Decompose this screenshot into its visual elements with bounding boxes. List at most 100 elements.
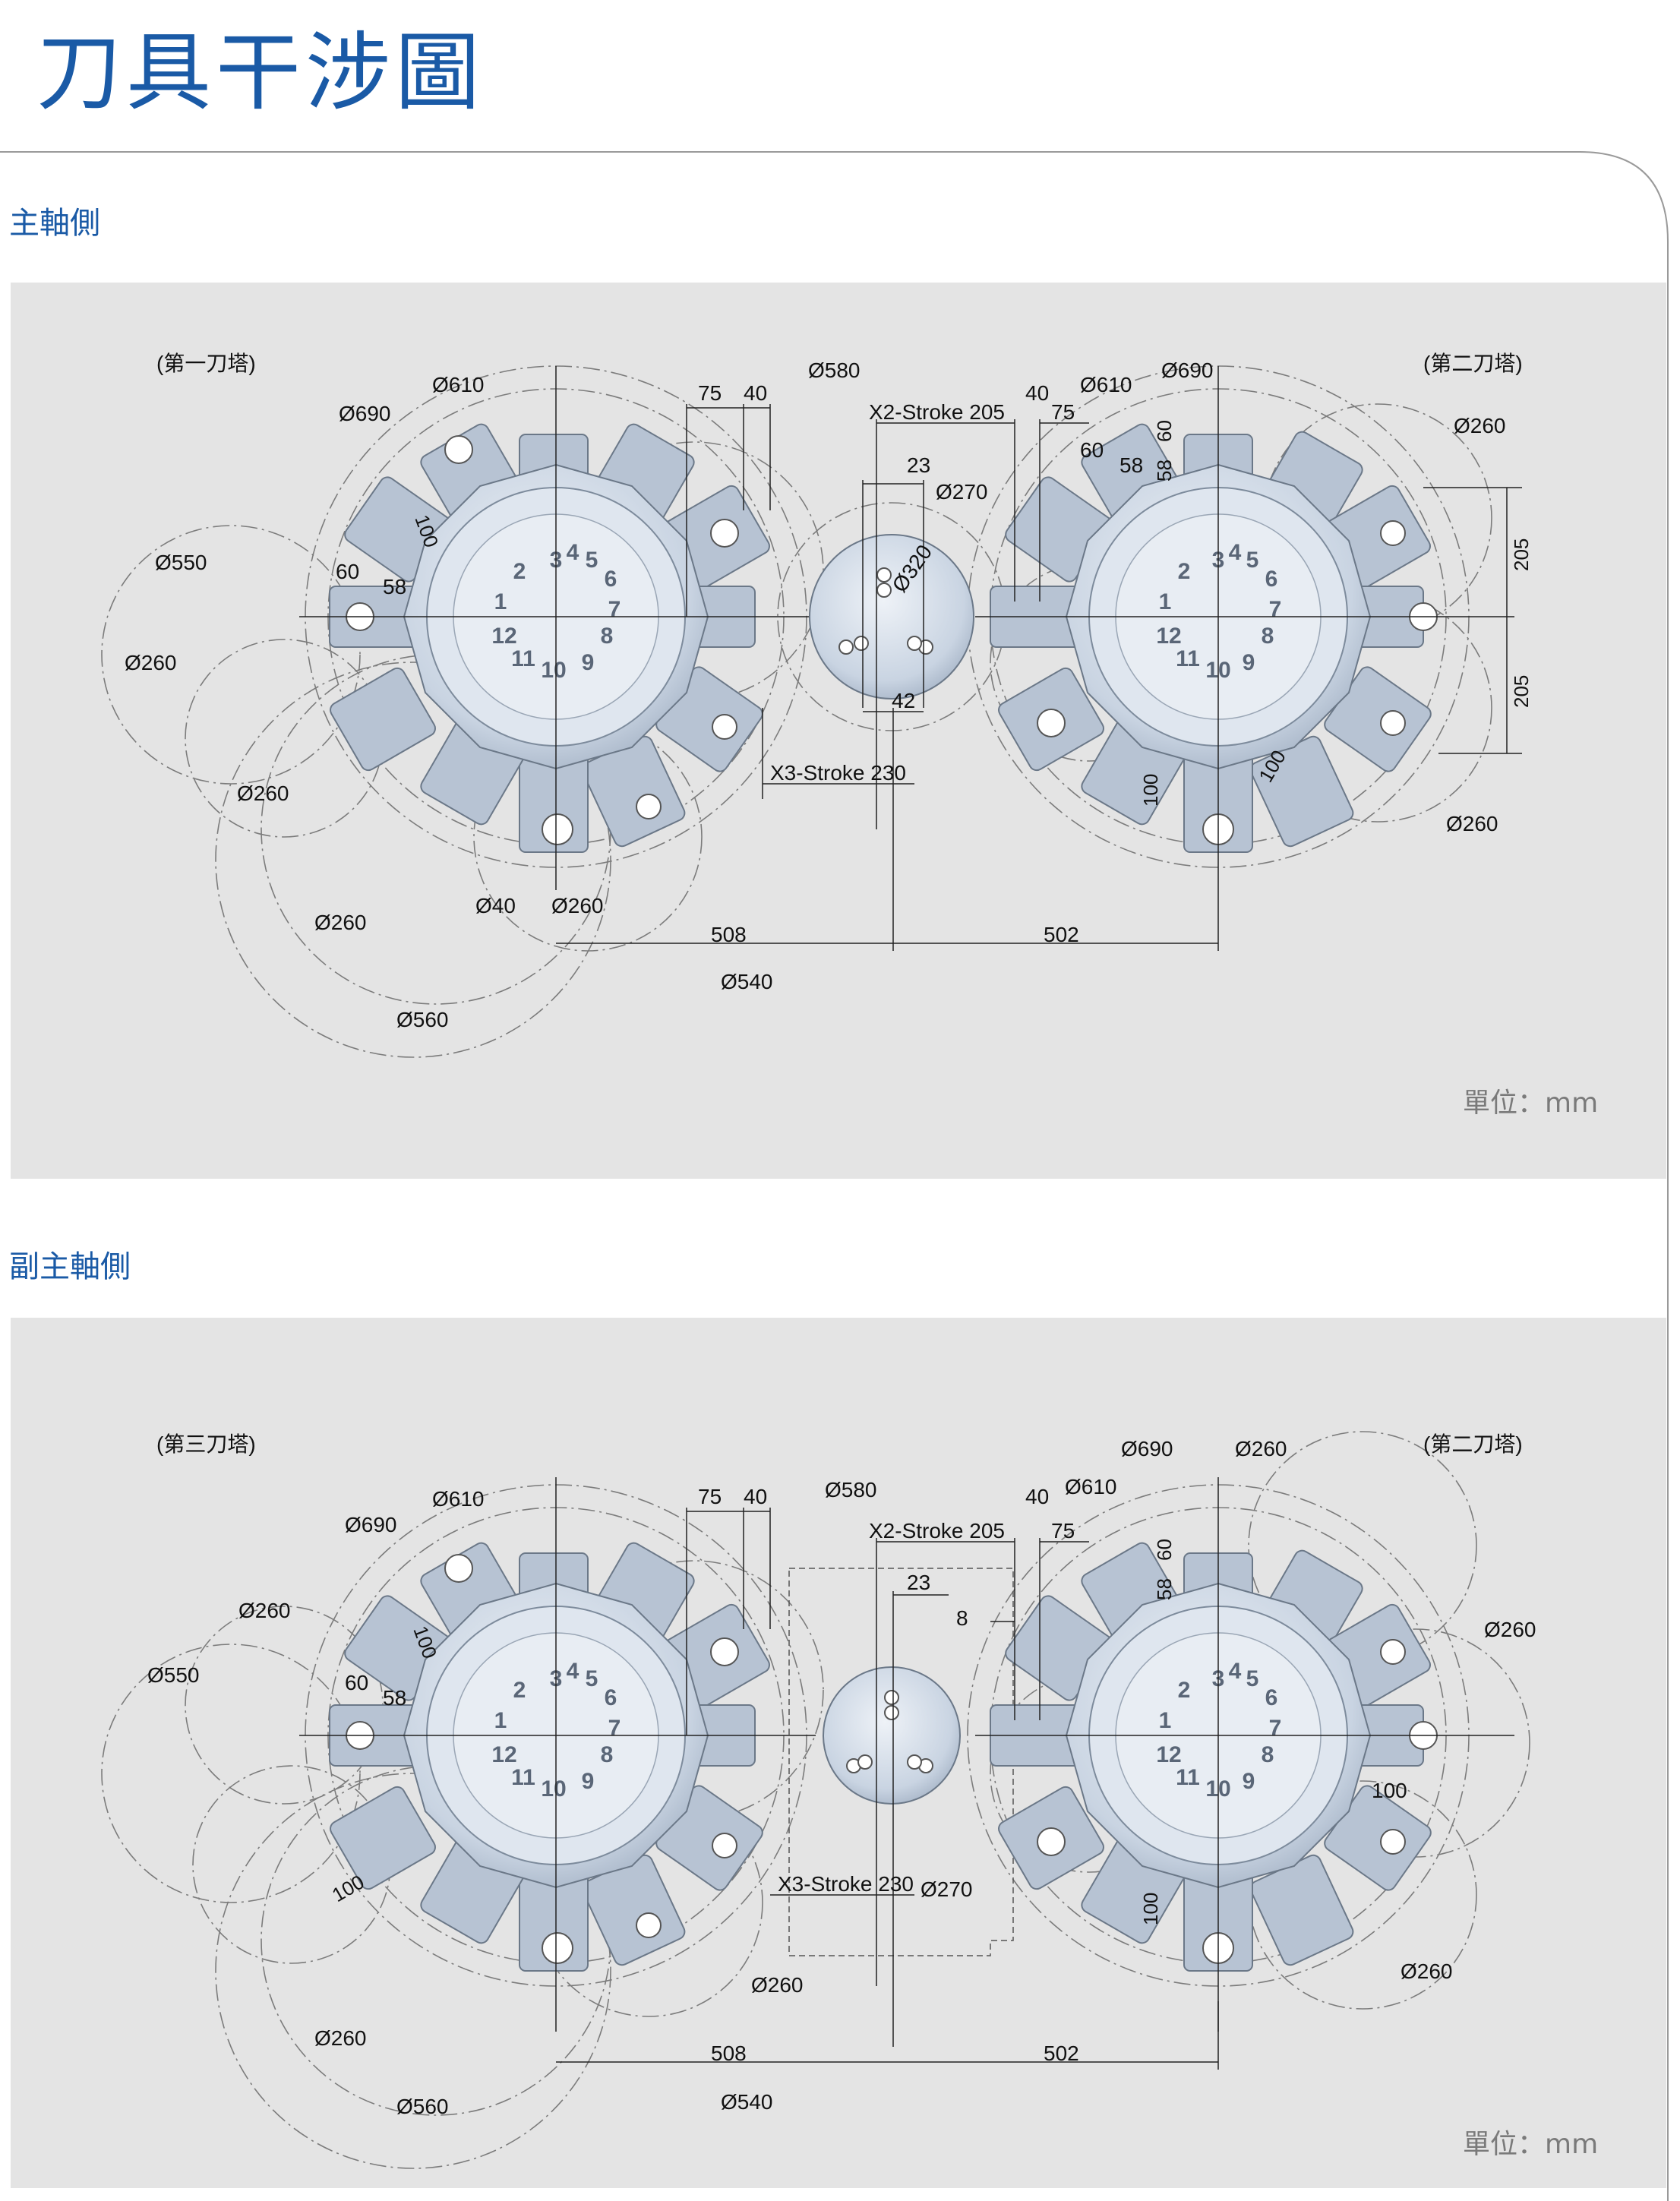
svg-text:7: 7 xyxy=(608,597,621,622)
svg-text:8: 8 xyxy=(1262,1742,1274,1767)
section-label-sub-spindle: 副主軸側 xyxy=(9,1249,131,1284)
dim-40-left: 40 xyxy=(744,381,767,405)
dim-60-left: 60 xyxy=(345,1671,368,1694)
dim-100-right-horizontal: 100 xyxy=(1372,1779,1407,1802)
svg-text:12: 12 xyxy=(1156,1742,1181,1767)
svg-text:1: 1 xyxy=(1159,589,1172,614)
svg-text:11: 11 xyxy=(1176,646,1200,671)
dim-d540: Ø540 xyxy=(721,970,773,993)
svg-text:4: 4 xyxy=(567,1659,579,1684)
dim-d260-l4: Ø260 xyxy=(551,894,604,917)
svg-text:8: 8 xyxy=(1262,624,1274,649)
dim-58-left: 58 xyxy=(383,575,406,598)
dim-75-left: 75 xyxy=(698,1485,722,1508)
dim-d260-r1: Ø260 xyxy=(1454,414,1506,437)
svg-text:11: 11 xyxy=(511,646,535,671)
svg-text:4: 4 xyxy=(1229,1659,1242,1684)
svg-text:5: 5 xyxy=(1246,1666,1259,1691)
dim-58-left: 58 xyxy=(383,1686,406,1710)
dim-d260-l3: Ø260 xyxy=(751,1973,804,1997)
dim-d260-r0: Ø260 xyxy=(1235,1437,1287,1460)
svg-text:6: 6 xyxy=(605,567,617,592)
svg-text:10: 10 xyxy=(541,1776,566,1802)
dim-d260-l2: Ø260 xyxy=(237,782,289,805)
svg-text:8: 8 xyxy=(601,624,614,649)
svg-text:4: 4 xyxy=(567,540,579,565)
dim-d260-r2: Ø260 xyxy=(1401,1959,1453,1983)
dim-58-right-vertical: 58 xyxy=(1153,459,1176,482)
svg-text:1: 1 xyxy=(494,1708,507,1733)
unit-label: 單位：mm xyxy=(1463,2129,1598,2160)
dim-502: 502 xyxy=(1044,2042,1079,2065)
dim-d580: Ø580 xyxy=(808,358,861,382)
dim-40-right: 40 xyxy=(1025,1485,1049,1508)
dim-d260-l3: Ø260 xyxy=(314,911,367,934)
dim-23: 23 xyxy=(907,453,930,477)
svg-text:9: 9 xyxy=(582,1769,595,1794)
dim-d690-right: Ø690 xyxy=(1121,1437,1173,1460)
svg-text:7: 7 xyxy=(608,1716,621,1741)
dim-75-left: 75 xyxy=(698,381,722,405)
frame-divider xyxy=(0,151,1669,2201)
dim-d610-right: Ø610 xyxy=(1080,373,1132,396)
dim-d260-l1: Ø260 xyxy=(238,1599,291,1622)
dim-8: 8 xyxy=(956,1606,968,1630)
unit-label: 單位：mm xyxy=(1463,1088,1598,1119)
dim-40-left: 40 xyxy=(744,1485,767,1508)
dim-d690-left: Ø690 xyxy=(339,402,391,425)
dim-d540: Ø540 xyxy=(721,2090,773,2114)
dim-205-upper: 205 xyxy=(1510,538,1533,571)
chuck xyxy=(823,1666,961,1805)
svg-text:12: 12 xyxy=(491,624,516,649)
svg-text:11: 11 xyxy=(1176,1765,1200,1790)
dim-75-right: 75 xyxy=(1051,1519,1075,1543)
svg-text:10: 10 xyxy=(541,658,566,683)
dim-x3-stroke: X3-Stroke 230 xyxy=(778,1872,914,1896)
section-label-main-spindle: 主軸側 xyxy=(9,206,100,241)
dim-d270: Ø270 xyxy=(936,480,988,504)
dim-d580: Ø580 xyxy=(825,1478,877,1502)
svg-text:6: 6 xyxy=(1265,567,1278,592)
left-turret-label: (第三刀塔) xyxy=(156,1432,256,1456)
svg-text:1: 1 xyxy=(494,589,507,614)
svg-text:7: 7 xyxy=(1269,1716,1282,1741)
svg-text:2: 2 xyxy=(1178,559,1191,584)
dim-d690-left: Ø690 xyxy=(345,1513,397,1536)
right-turret-label: (第二刀塔) xyxy=(1423,1432,1523,1456)
dim-x3-stroke: X3-Stroke 230 xyxy=(770,761,906,785)
dim-x2-stroke: X2-Stroke 205 xyxy=(869,400,1005,424)
svg-text:9: 9 xyxy=(1243,1769,1255,1794)
dim-75-right: 75 xyxy=(1051,400,1075,424)
dim-d610-right: Ø610 xyxy=(1065,1475,1117,1498)
right-turret-label: (第二刀塔) xyxy=(1423,352,1523,375)
svg-text:7: 7 xyxy=(1269,597,1282,622)
page-title: 刀具干涉圖 xyxy=(36,24,485,122)
dim-d610-left: Ø610 xyxy=(432,1487,485,1511)
chuck xyxy=(809,534,974,699)
dim-60-right-vertical: 60 xyxy=(1153,1539,1176,1561)
svg-text:12: 12 xyxy=(491,1742,516,1767)
svg-text:2: 2 xyxy=(1178,1678,1191,1703)
svg-text:2: 2 xyxy=(513,559,526,584)
dim-d260-r2: Ø260 xyxy=(1446,812,1498,835)
dim-502: 502 xyxy=(1044,923,1079,946)
dim-d550: Ø550 xyxy=(155,551,207,574)
svg-text:2: 2 xyxy=(513,1678,526,1703)
svg-text:5: 5 xyxy=(586,548,598,573)
dim-d260-l1: Ø260 xyxy=(125,651,177,674)
dim-d610-left: Ø610 xyxy=(432,373,485,396)
dim-d270: Ø270 xyxy=(921,1877,973,1901)
svg-text:1: 1 xyxy=(1159,1708,1172,1733)
dim-100-right-vertical: 100 xyxy=(1139,1893,1162,1925)
svg-text:11: 11 xyxy=(511,1765,535,1790)
dim-d560: Ø560 xyxy=(396,1008,449,1031)
dim-100-right-vertical: 100 xyxy=(1139,774,1162,807)
dim-60-left: 60 xyxy=(336,560,359,583)
